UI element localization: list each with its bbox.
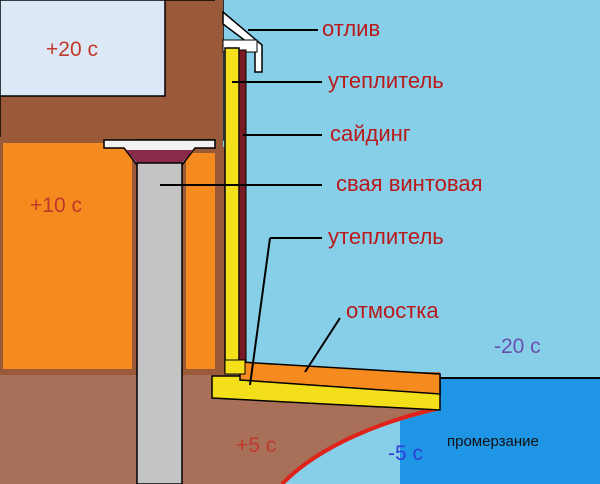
drip-cap [222, 10, 263, 73]
underfloor-frame-left [0, 137, 138, 375]
temp-frozen: -5 с [388, 442, 423, 465]
leader-uteplitel-bottom-v [249, 237, 271, 386]
temp-outside-air: -20 с [494, 335, 541, 358]
label-otmostka: отмостка [346, 298, 439, 323]
label-otliv: отлив [322, 16, 380, 41]
label-promerzanie: промерзание [447, 433, 539, 450]
wall-insulation [224, 47, 240, 373]
temp-soil: +5 с [236, 434, 276, 457]
label-uteplitel-top: утеплитель [328, 68, 444, 93]
temp-room: +20 с [46, 38, 98, 61]
insulation-corner [224, 359, 246, 375]
temp-underfloor: +10 с [30, 194, 82, 217]
pile-cap-inner [126, 150, 193, 163]
label-svaya: свая винтовая [336, 171, 482, 196]
screw-pile [136, 162, 183, 484]
label-uteplitel-bottom: утеплитель [328, 224, 444, 249]
frost-boundary [280, 406, 441, 484]
label-siding: сайдинг [330, 121, 411, 146]
siding [238, 49, 247, 373]
room-area [0, 0, 166, 97]
leader-otmostka [304, 317, 341, 373]
